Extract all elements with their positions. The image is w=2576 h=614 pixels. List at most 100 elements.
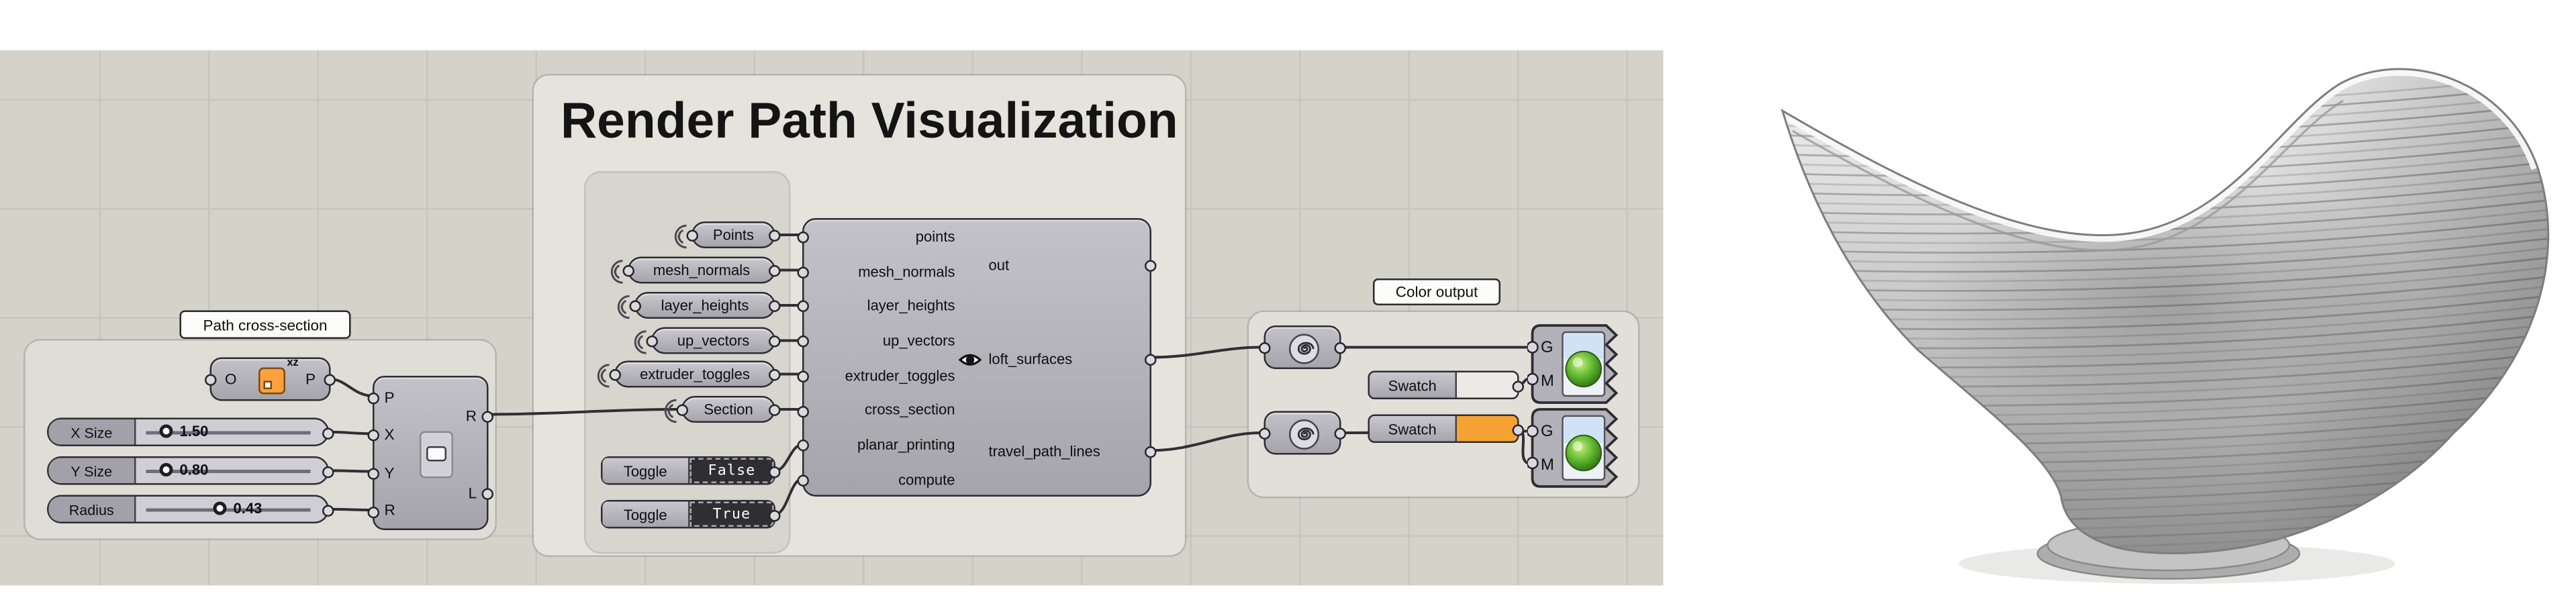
- input-nub[interactable]: [1527, 456, 1539, 470]
- input-nub[interactable]: [797, 474, 809, 487]
- input-nub[interactable]: [367, 505, 379, 518]
- custom-preview-component-2[interactable]: G M: [1527, 406, 1631, 490]
- slider-rail[interactable]: [146, 508, 311, 511]
- wireless-receiver-icon: [617, 295, 630, 319]
- output-nub[interactable]: [1512, 380, 1524, 393]
- input-layer-heights[interactable]: layer_heights: [867, 297, 955, 314]
- param-capsule-up-vectors[interactable]: up_vectors: [634, 327, 781, 354]
- input-nub[interactable]: [367, 467, 379, 479]
- input-nub[interactable]: [797, 336, 809, 348]
- input-nub[interactable]: [797, 370, 809, 382]
- slider-radius[interactable]: Radius 0.43: [47, 495, 334, 523]
- toggle-label: Toggle: [602, 501, 690, 527]
- output-nub[interactable]: [1145, 260, 1157, 272]
- output-nub[interactable]: [1334, 427, 1346, 440]
- param-capsule-mesh-normals[interactable]: mesh_normals: [610, 256, 781, 284]
- input-nub[interactable]: [646, 334, 658, 347]
- swatch-color[interactable]: [1457, 416, 1517, 442]
- port-plane-output[interactable]: P: [305, 370, 316, 388]
- flatten-component-1[interactable]: [1259, 325, 1346, 369]
- output-nub[interactable]: [481, 487, 493, 499]
- input-nub[interactable]: [686, 229, 698, 241]
- slider-y-size[interactable]: Y Size 0.80: [47, 456, 334, 485]
- group-label-color-output[interactable]: Color output: [1373, 278, 1500, 305]
- input-nub[interactable]: [622, 264, 634, 276]
- flatten-component-2[interactable]: [1259, 411, 1346, 455]
- input-nub[interactable]: [367, 429, 379, 442]
- wireless-receiver-icon: [597, 364, 610, 388]
- input-nub[interactable]: [797, 300, 809, 312]
- swatch-component-2[interactable]: Swatch: [1368, 414, 1524, 443]
- input-nub[interactable]: [205, 374, 217, 386]
- output-travel-path-lines[interactable]: travel_path_lines: [988, 443, 1100, 460]
- output-nub[interactable]: [1334, 342, 1346, 354]
- wireless-receiver-icon: [634, 330, 647, 354]
- port-material-input[interactable]: M: [1541, 456, 1554, 474]
- output-out[interactable]: out: [988, 256, 1010, 274]
- toggle-value[interactable]: True: [689, 501, 774, 527]
- input-planar-printing[interactable]: planar_printing: [857, 436, 955, 453]
- input-nub[interactable]: [797, 232, 809, 244]
- port-plane-input[interactable]: P: [384, 389, 395, 406]
- output-nub[interactable]: [769, 510, 781, 522]
- capsule-label: layer_heights: [661, 297, 749, 314]
- port-geometry-input[interactable]: G: [1541, 422, 1553, 440]
- boolean-toggle-true[interactable]: Toggle True: [601, 500, 781, 529]
- swatch-label: Swatch: [1370, 416, 1457, 442]
- swatch-color[interactable]: [1457, 372, 1517, 398]
- port-length-output[interactable]: L: [468, 484, 477, 502]
- input-cross-section[interactable]: cross_section: [865, 401, 955, 418]
- port-xsize-input[interactable]: X: [384, 426, 395, 443]
- param-capsule-layer-heights[interactable]: layer_heights: [617, 292, 781, 319]
- input-nub[interactable]: [1259, 342, 1271, 354]
- slider-value: 1.50: [179, 423, 209, 440]
- port-material-input[interactable]: M: [1541, 372, 1554, 390]
- output-nub[interactable]: [769, 466, 781, 478]
- param-capsule-points[interactable]: Points: [674, 221, 781, 249]
- input-nub[interactable]: [1527, 372, 1539, 386]
- plane-xz-tag: xz: [287, 357, 299, 370]
- input-nub[interactable]: [629, 299, 641, 311]
- slider-x-size[interactable]: X Size 1.50: [47, 417, 334, 446]
- port-origin-input[interactable]: O: [225, 370, 237, 388]
- port-rectangle-output[interactable]: R: [465, 407, 477, 425]
- input-compute[interactable]: compute: [898, 471, 955, 489]
- custom-preview-component-1[interactable]: G M: [1527, 322, 1631, 406]
- group-label-path-cross-section[interactable]: Path cross-section: [179, 310, 351, 339]
- input-up-vectors[interactable]: up_vectors: [882, 332, 955, 349]
- input-mesh-normals[interactable]: mesh_normals: [858, 263, 955, 280]
- param-capsule-section[interactable]: Section: [664, 396, 781, 423]
- input-nub[interactable]: [797, 440, 809, 452]
- xz-plane-component[interactable]: O xz P: [205, 357, 336, 401]
- input-nub[interactable]: [367, 391, 379, 404]
- slider-name: Y Size: [48, 458, 136, 483]
- input-points[interactable]: points: [915, 228, 955, 245]
- toggle-value[interactable]: False: [689, 458, 774, 483]
- input-nub[interactable]: [1259, 427, 1271, 440]
- shader-ball-icon: [1562, 331, 1606, 397]
- slider-handle[interactable]: [159, 425, 173, 439]
- capsule-label: Points: [712, 226, 755, 244]
- output-loft-surfaces[interactable]: loft_surfaces: [988, 350, 1073, 368]
- render-path-component[interactable]: points mesh_normals layer_heights up_vec…: [797, 218, 1157, 497]
- input-nub[interactable]: [676, 403, 688, 415]
- param-capsule-extruder-toggles[interactable]: extruder_toggles: [597, 360, 781, 388]
- input-extruder-toggles[interactable]: extruder_toggles: [845, 367, 955, 385]
- output-nub[interactable]: [1512, 424, 1524, 436]
- output-nub[interactable]: [324, 374, 336, 386]
- slider-handle[interactable]: [159, 463, 173, 477]
- port-ysize-input[interactable]: Y: [384, 464, 395, 482]
- group-title-render-path-visualization: Render Path Visualization: [561, 94, 1178, 150]
- port-radius-input[interactable]: R: [384, 501, 395, 519]
- slider-handle[interactable]: [213, 502, 227, 516]
- capsule-label: up_vectors: [677, 332, 750, 349]
- port-geometry-input[interactable]: G: [1541, 338, 1553, 356]
- input-nub[interactable]: [609, 368, 621, 380]
- swatch-component-1[interactable]: Swatch: [1368, 370, 1524, 399]
- boolean-toggle-false[interactable]: Toggle False: [601, 456, 781, 485]
- rectangle-component[interactable]: P X Y R R L: [367, 376, 493, 530]
- slider-rail[interactable]: [146, 470, 311, 472]
- input-nub[interactable]: [1527, 425, 1539, 438]
- slider-rail[interactable]: [146, 431, 311, 434]
- input-nub[interactable]: [1527, 341, 1539, 354]
